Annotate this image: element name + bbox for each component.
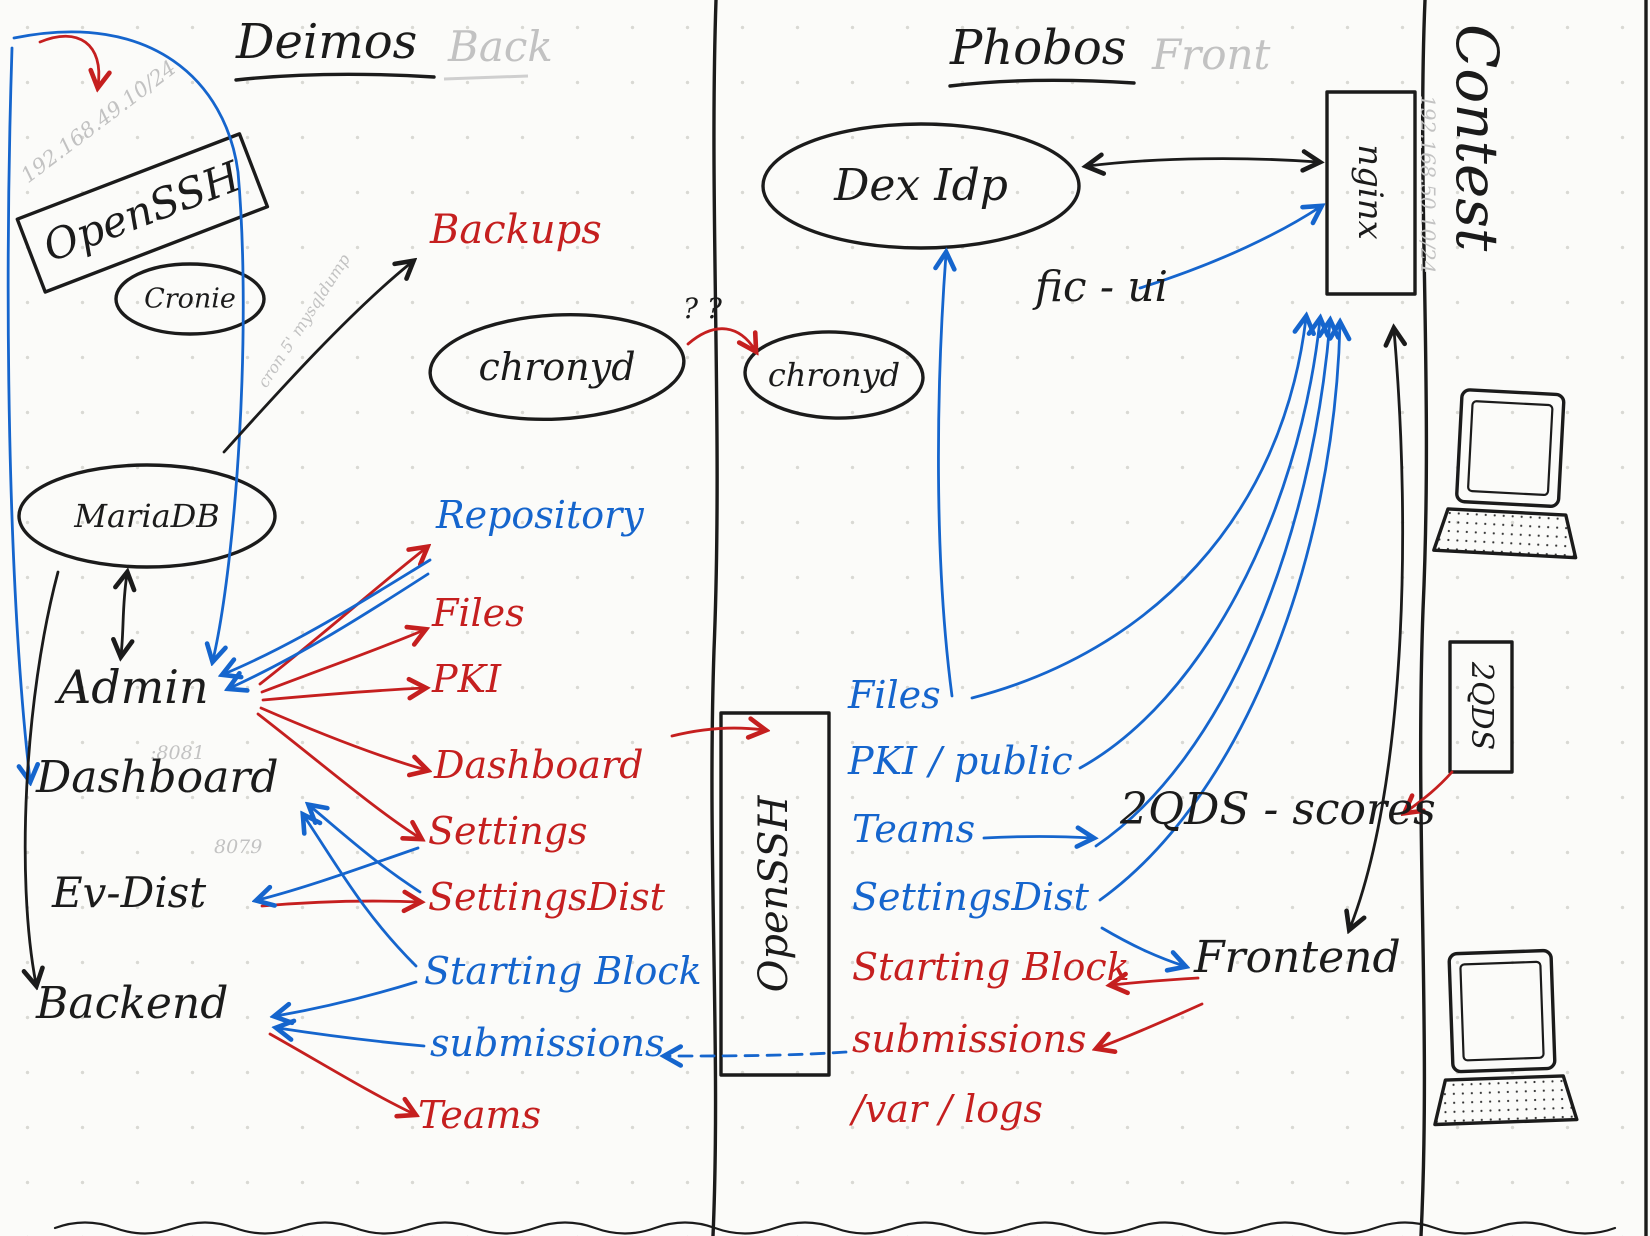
node-evdist: Ev-Dist xyxy=(52,868,207,917)
arrow-admin-pki xyxy=(261,688,424,702)
node-dashboard: Dashboard xyxy=(36,752,279,803)
arrow-red-into-openssh-top xyxy=(38,34,99,86)
node-frontend: Frontend xyxy=(1194,932,1401,983)
p-res-varlogs: /var / logs xyxy=(852,1087,1043,1131)
arrow-cronie-backups xyxy=(222,262,412,454)
arrow-admin-settings xyxy=(256,712,420,838)
node-nginx: nginx xyxy=(1350,144,1390,240)
arrow-frontend-submissions xyxy=(1098,1002,1204,1048)
chronyd-left-ellipse xyxy=(428,312,686,422)
laptop-icon-bottom xyxy=(1433,948,1579,1127)
res-teams: Teams xyxy=(418,1093,542,1137)
label-ficui: fic - ui xyxy=(1035,262,1168,311)
chronyd-right-ellipse xyxy=(743,330,925,420)
arrow-admin-files xyxy=(260,630,424,694)
qds-box xyxy=(1448,640,1514,774)
openssh-left-box xyxy=(15,132,270,294)
qds-box-label: 2QDS xyxy=(1464,661,1499,751)
deimos-title: Deimos xyxy=(236,14,418,70)
admin-port: :8081 xyxy=(150,742,205,764)
bridge-openssh-box xyxy=(719,711,831,1077)
contest-title: Contest xyxy=(1443,24,1511,252)
p-res-startingblock: Starting Block xyxy=(852,945,1130,989)
res-settings: Settings xyxy=(428,809,588,853)
arrow-ficui-nginx xyxy=(1138,207,1320,290)
arrow-red-into-bridge xyxy=(670,728,764,736)
line-blue-top-to-admin xyxy=(12,30,245,660)
arrow-evdist-settingsdist xyxy=(260,901,419,906)
arrow-files-dexidp xyxy=(938,254,952,698)
res-pki: PKI xyxy=(432,657,501,701)
arrow-repository-admin-1 xyxy=(224,558,432,674)
node-cronie: Cronie xyxy=(144,283,236,315)
node-backend: Backend xyxy=(36,978,229,1029)
label-qds-scores: 2QDS - scores xyxy=(1120,784,1436,835)
p-res-files: Files xyxy=(848,673,941,717)
arrow-teams-nginx xyxy=(1094,322,1330,848)
arrow-submissions-backend xyxy=(278,1028,426,1048)
arrow-mariadb-admin-bidir xyxy=(121,574,127,655)
line-nginx-frontend xyxy=(1350,330,1403,928)
phobos-ip: 192.168.50.10/24 xyxy=(1416,95,1440,274)
res-repository: Repository xyxy=(436,493,644,537)
divider-phobos-contest xyxy=(1418,0,1429,1236)
arrow-admin-repository xyxy=(258,548,426,686)
laptop-icon-top xyxy=(1432,388,1578,560)
res-submissions: submissions xyxy=(430,1021,665,1065)
label-backups: Backups xyxy=(430,207,602,253)
arrow-files-nginx xyxy=(970,318,1306,700)
phobos-title: Phobos xyxy=(950,20,1127,76)
p-res-submissions: submissions xyxy=(852,1017,1087,1061)
arrow-backend-teams xyxy=(268,1032,414,1114)
arrow-contest-qds-scores xyxy=(1406,770,1454,812)
node-bridge-openssh: OpenSSH xyxy=(751,795,797,993)
node-dexidp: Dex Idp xyxy=(834,160,1008,211)
phobos-subtitle: Front xyxy=(1152,30,1271,79)
deimos-subtitle: Back xyxy=(448,22,553,71)
arrow-settings-evdist xyxy=(258,846,420,900)
arrow-startingblock-backend xyxy=(276,980,418,1016)
arrow-admin-dashboard xyxy=(259,706,426,770)
p-res-pki-public: PKI / public xyxy=(848,739,1073,783)
line-blue-left-to-dashboard xyxy=(6,46,30,780)
deimos-subtitle-underline xyxy=(443,74,529,81)
line-black-mariadb-to-backend xyxy=(25,570,60,984)
res-settingsdist: SettingsDist xyxy=(428,875,665,919)
arrow-startingblock-dashboard xyxy=(304,816,418,968)
arrow-settingsdist-nginx xyxy=(1098,324,1340,902)
p-res-teams: Teams xyxy=(852,807,976,851)
dashboard-port: 8079 xyxy=(214,836,263,858)
arrow-frontend-startingblock xyxy=(1112,978,1200,985)
node-chronyd-right: chronyd xyxy=(767,356,901,394)
node-admin: Admin xyxy=(58,660,209,714)
divider-deimos-phobos xyxy=(710,0,719,1236)
res-dashboard: Dashboard xyxy=(434,743,644,787)
arrow-pkipublic-nginx xyxy=(1078,320,1320,770)
dexidp-ellipse xyxy=(761,122,1081,250)
cronie-ellipse xyxy=(114,262,266,336)
res-files: Files xyxy=(432,591,525,635)
arrow-chronyd-sync xyxy=(686,327,755,350)
question-marks: ? ? xyxy=(683,292,722,325)
deimos-title-underline xyxy=(234,72,436,82)
arrow-repository-admin-2 xyxy=(230,572,430,688)
node-mariadb: MariaDB xyxy=(74,497,220,535)
mariadb-ellipse xyxy=(17,463,277,569)
phobos-title-underline xyxy=(948,78,1136,88)
nginx-box xyxy=(1325,90,1417,296)
arrow-teams-qds-scores xyxy=(982,837,1092,839)
res-startingblock: Starting Block xyxy=(424,949,702,993)
p-res-settingsdist: SettingsDist xyxy=(852,875,1089,919)
paper-bottom-edge xyxy=(53,1221,1617,1235)
node-chronyd-left: chronyd xyxy=(478,345,636,389)
arrow-dexidp-nginx-bidir xyxy=(1088,159,1318,166)
arrow-submissions-sync-dashed xyxy=(666,1052,848,1056)
arrow-settingsdist-frontend xyxy=(1100,926,1184,966)
